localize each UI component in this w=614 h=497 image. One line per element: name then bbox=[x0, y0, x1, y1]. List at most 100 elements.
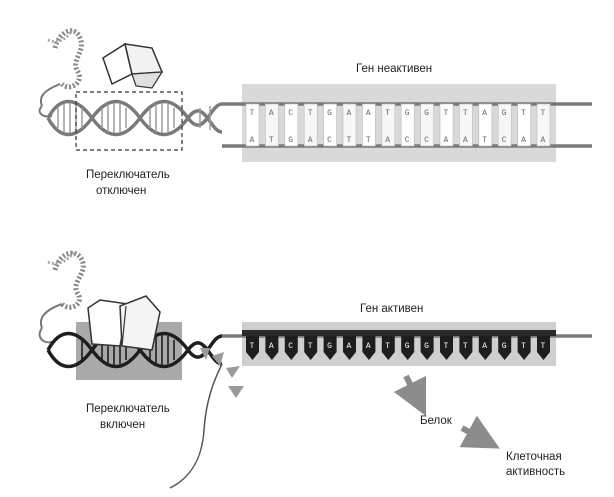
base-lower-letter: A bbox=[444, 136, 449, 145]
rna-strand bbox=[169, 363, 223, 489]
base-pair-bottom bbox=[401, 336, 415, 360]
base-lower-letter: A bbox=[521, 136, 526, 145]
base-pair-bottom bbox=[323, 336, 337, 360]
base-upper-letter: A bbox=[482, 109, 487, 118]
dna-helix-bottom bbox=[46, 331, 223, 369]
base-upper-letter: T bbox=[521, 109, 526, 118]
base-letter: T bbox=[541, 342, 546, 351]
base-upper-letter: G bbox=[405, 109, 410, 118]
base-pair-bottom bbox=[498, 336, 512, 360]
base-letter: T bbox=[385, 342, 390, 351]
activity-label-line1: Клеточная bbox=[506, 451, 562, 463]
base-lower-letter: A bbox=[463, 136, 468, 145]
base-lower-letter: T bbox=[366, 136, 371, 145]
base-lower-letter: A bbox=[541, 136, 546, 145]
base-pair-top bbox=[342, 103, 357, 147]
switch-label-bottom-line2: включен bbox=[100, 419, 145, 431]
base-upper-letter: A bbox=[366, 109, 371, 118]
base-pair-top bbox=[303, 103, 318, 147]
base-letter: G bbox=[502, 342, 507, 351]
base-upper-letter: T bbox=[541, 109, 546, 118]
base-pair-bottom bbox=[517, 336, 531, 360]
base-letter: A bbox=[269, 342, 274, 351]
base-letter: T bbox=[308, 342, 313, 351]
base-letter: T bbox=[444, 342, 449, 351]
base-lower-letter: C bbox=[502, 136, 507, 145]
dna-helix-top bbox=[46, 99, 223, 137]
base-pair-top bbox=[517, 103, 531, 147]
base-lower-letter: T bbox=[482, 136, 487, 145]
switch-label-bottom-line1: Переключатель bbox=[86, 403, 170, 415]
base-upper-letter: T bbox=[308, 109, 313, 118]
base-pair-top bbox=[478, 103, 493, 147]
switch-region-box-top bbox=[75, 91, 183, 151]
base-pair-top bbox=[439, 103, 454, 147]
base-pair-bottom bbox=[284, 336, 298, 360]
base-lower-letter: T bbox=[269, 136, 274, 145]
base-pair-top bbox=[284, 103, 299, 147]
base-pair-top bbox=[245, 103, 260, 147]
base-lower-letter: C bbox=[424, 136, 429, 145]
base-letter: A bbox=[347, 342, 352, 351]
base-pair-top bbox=[323, 103, 337, 147]
switch-protein-icon-top bbox=[102, 42, 164, 89]
base-letter: G bbox=[327, 342, 332, 351]
base-pair-bottom bbox=[478, 336, 492, 360]
base-letter: T bbox=[521, 342, 526, 351]
gene-label-top: Ген неактивен bbox=[356, 63, 432, 75]
protein-label: Белок bbox=[420, 415, 453, 427]
base-pair-top bbox=[497, 103, 512, 147]
base-pair-top bbox=[420, 103, 434, 147]
base-letter: C bbox=[288, 342, 293, 351]
base-letter: A bbox=[482, 342, 487, 351]
base-upper-letter: T bbox=[250, 109, 255, 118]
base-pair-bottom bbox=[381, 336, 395, 360]
base-letter: T bbox=[250, 342, 255, 351]
base-pair-bottom bbox=[537, 336, 550, 360]
rna-bases bbox=[200, 348, 244, 398]
activity-label-line2: активность bbox=[506, 466, 565, 478]
switch-label-top-line1: Переключатель bbox=[86, 169, 170, 181]
base-pair-top bbox=[362, 103, 376, 147]
chromosome-icon-bottom bbox=[38, 250, 86, 344]
base-pair-top bbox=[265, 103, 279, 147]
base-lower-letter: G bbox=[288, 136, 293, 145]
base-upper-letter: C bbox=[288, 109, 293, 118]
base-upper-letter: T bbox=[463, 109, 468, 118]
base-pair-top bbox=[459, 103, 473, 147]
base-letter: G bbox=[405, 342, 410, 351]
base-letter: A bbox=[366, 342, 371, 351]
base-upper-letter: A bbox=[269, 109, 274, 118]
base-lower-letter: T bbox=[347, 136, 352, 145]
base-pair-bottom bbox=[459, 336, 473, 360]
base-lower-letter: C bbox=[327, 136, 332, 145]
base-pair-top bbox=[536, 103, 551, 147]
base-letter: T bbox=[463, 342, 468, 351]
switch-label-top-line2: отключен bbox=[96, 185, 146, 197]
base-upper-letter: A bbox=[347, 109, 352, 118]
base-pair-bottom bbox=[265, 336, 279, 360]
base-upper-letter: T bbox=[444, 109, 449, 118]
base-letter: G bbox=[424, 342, 429, 351]
arrow-to-protein bbox=[393, 374, 427, 417]
base-lower-letter: A bbox=[250, 136, 255, 145]
base-pair-top bbox=[400, 103, 415, 147]
arrow-to-activity bbox=[459, 415, 500, 449]
base-pair-bottom bbox=[440, 336, 453, 360]
base-lower-letter: A bbox=[385, 136, 390, 145]
base-pair-top bbox=[381, 103, 396, 147]
base-pair-bottom bbox=[343, 336, 356, 360]
base-lower-letter: C bbox=[405, 136, 410, 145]
base-pair-bottom bbox=[362, 336, 376, 360]
base-upper-letter: T bbox=[385, 109, 390, 118]
base-upper-letter: G bbox=[424, 109, 429, 118]
base-lower-letter: A bbox=[308, 136, 313, 145]
base-pair-bottom bbox=[304, 336, 318, 360]
base-upper-letter: G bbox=[327, 109, 332, 118]
switch-protein-icon-bottom bbox=[87, 295, 161, 351]
gene-label-bottom: Ген активен bbox=[360, 303, 423, 315]
